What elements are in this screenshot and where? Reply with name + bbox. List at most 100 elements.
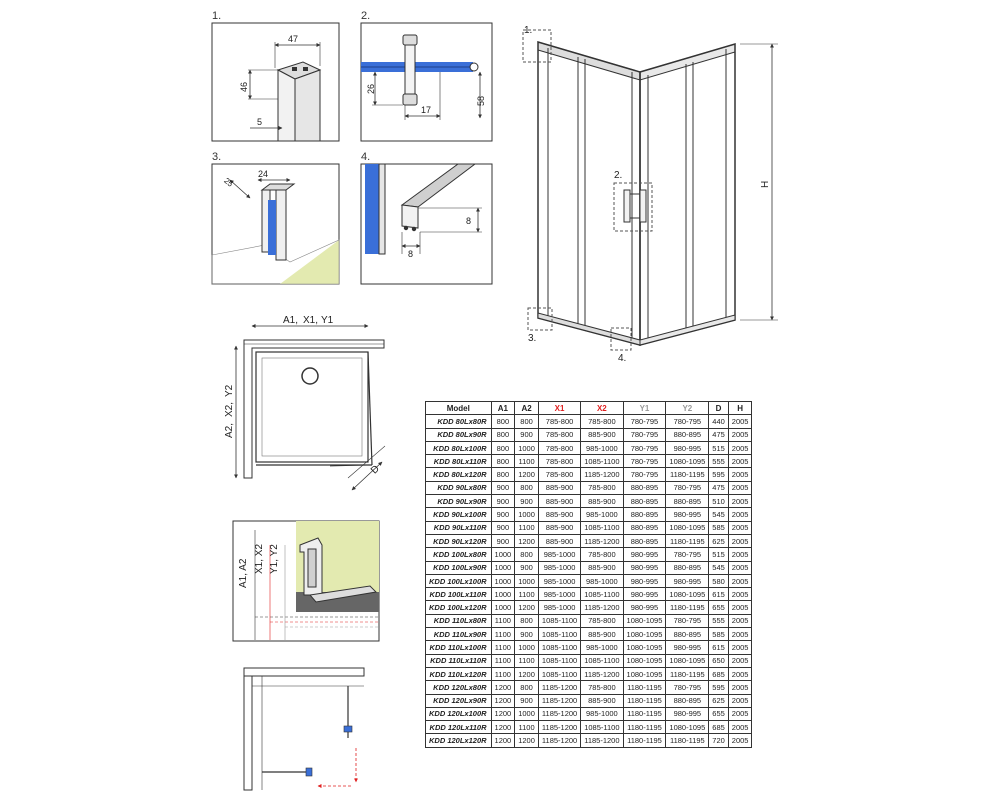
- cell-x2: 985-1000: [580, 706, 624, 722]
- cell-model: KDD 110Lx110R: [425, 653, 492, 668]
- cell-y1: 780-795: [622, 440, 667, 456]
- detail-1-number: 1.: [212, 10, 221, 22]
- table-header-row: Model A1 A2 X1 X2 Y1 Y2 D H: [425, 400, 753, 416]
- cell-h: 2005: [727, 467, 753, 482]
- cell-x1: 1185-1200: [537, 693, 582, 708]
- cell-x1: 785-800: [537, 467, 582, 482]
- cell-model: KDD 110Lx120R: [425, 666, 492, 682]
- cell-x2: 785-800: [580, 613, 624, 629]
- cell-x1: 885-900: [537, 507, 582, 522]
- cell-h: 2005: [727, 547, 753, 562]
- cell-a1: 1100: [490, 653, 516, 668]
- cell-model: KDD 110Lx100R: [425, 640, 492, 655]
- cell-model: KDD 100Lx110R: [425, 587, 492, 602]
- cell-h: 2005: [727, 573, 753, 589]
- cell-y1: 1180-1195: [622, 706, 667, 722]
- cell-a1: 1000: [490, 547, 516, 562]
- cell-a1: 1000: [490, 560, 516, 575]
- cell-x2: 1085-1100: [580, 653, 624, 668]
- cell-x1: 1085-1100: [537, 653, 582, 668]
- cell-x1: 1085-1100: [537, 627, 582, 642]
- cell-x1: 985-1000: [537, 600, 582, 615]
- dim-8-vertical: 8: [466, 216, 471, 226]
- cell-h: 2005: [727, 693, 753, 708]
- cell-y2: 980-995: [665, 507, 710, 522]
- cell-y2: 880-895: [665, 693, 710, 708]
- cell-x2: 1185-1200: [580, 533, 624, 549]
- cell-x2: 785-800: [580, 680, 624, 695]
- cell-model: KDD 80Lx120R: [425, 467, 492, 482]
- door-handle-left: [623, 189, 631, 223]
- cell-a1: 900: [490, 480, 516, 496]
- cell-a1: 800: [490, 454, 516, 469]
- cell-y2: 1080-1095: [665, 720, 710, 735]
- cell-y1: 1080-1095: [622, 627, 667, 642]
- cell-d: 655: [708, 706, 729, 722]
- cell-y1: 1180-1195: [622, 720, 667, 735]
- cell-h: 2005: [727, 427, 753, 442]
- cell-x2: 1185-1200: [580, 600, 624, 615]
- cell-a1: 1200: [490, 720, 516, 735]
- cell-a2: 1200: [514, 666, 539, 682]
- cell-y2: 780-795: [665, 613, 710, 629]
- cell-model: KDD 100Lx90R: [425, 560, 492, 575]
- cell-model: KDD 120Lx120R: [425, 733, 492, 748]
- plan-side-a: A2,: [224, 423, 235, 438]
- cell-y1: 780-795: [622, 427, 667, 442]
- cell-h: 2005: [727, 507, 753, 522]
- cell-a1: 1100: [490, 640, 516, 655]
- cell-h: 2005: [727, 494, 753, 509]
- cell-y2: 780-795: [665, 547, 710, 562]
- cell-d: 625: [708, 693, 729, 708]
- callout-4: 4.: [618, 353, 626, 364]
- col-d: D: [708, 400, 729, 416]
- cell-model: KDD 110Lx90R: [425, 627, 492, 642]
- cell-y1: 1180-1195: [622, 733, 667, 748]
- cell-a2: 1100: [514, 720, 539, 735]
- cell-a1: 1100: [490, 613, 516, 629]
- cell-a1: 1200: [490, 680, 516, 695]
- cell-a1: 800: [490, 414, 516, 429]
- cell-a1: 900: [490, 494, 516, 509]
- cell-h: 2005: [727, 733, 753, 748]
- cell-h: 2005: [727, 587, 753, 602]
- cell-h: 2005: [727, 533, 753, 549]
- dim-47: 47: [288, 34, 298, 44]
- cell-d: 595: [708, 467, 729, 482]
- cell-a2: 1100: [514, 587, 539, 602]
- cell-a2: 900: [514, 427, 539, 442]
- plan-top-x: X1,: [303, 315, 318, 326]
- cell-y2: 780-795: [665, 480, 710, 496]
- cell-x2: 1085-1100: [580, 720, 624, 735]
- cell-model: KDD 80Lx110R: [425, 454, 492, 469]
- cell-h: 2005: [727, 720, 753, 735]
- cell-a1: 900: [490, 507, 516, 522]
- cell-y1: 1080-1095: [622, 666, 667, 682]
- cell-d: 515: [708, 440, 729, 456]
- callout-2: 2.: [614, 170, 622, 181]
- cell-d: 440: [708, 414, 729, 429]
- callout-1: 1.: [524, 25, 532, 36]
- cell-x1: 1085-1100: [537, 666, 582, 682]
- cell-d: 545: [708, 507, 729, 522]
- detail-1: 1. 47 46 5: [211, 10, 340, 142]
- cell-a2: 900: [514, 627, 539, 642]
- cell-y2: 1080-1095: [665, 520, 710, 535]
- cell-x1: 785-800: [537, 454, 582, 469]
- cell-y2: 1180-1195: [665, 533, 710, 549]
- door-handle-right: [639, 189, 647, 223]
- col-a1: A1: [490, 400, 516, 416]
- cell-y2: 880-895: [665, 560, 710, 575]
- cell-x1: 1185-1200: [537, 680, 582, 695]
- dim-8-horizontal: 8: [408, 249, 413, 259]
- cell-a2: 1200: [514, 467, 539, 482]
- cell-h: 2005: [727, 706, 753, 722]
